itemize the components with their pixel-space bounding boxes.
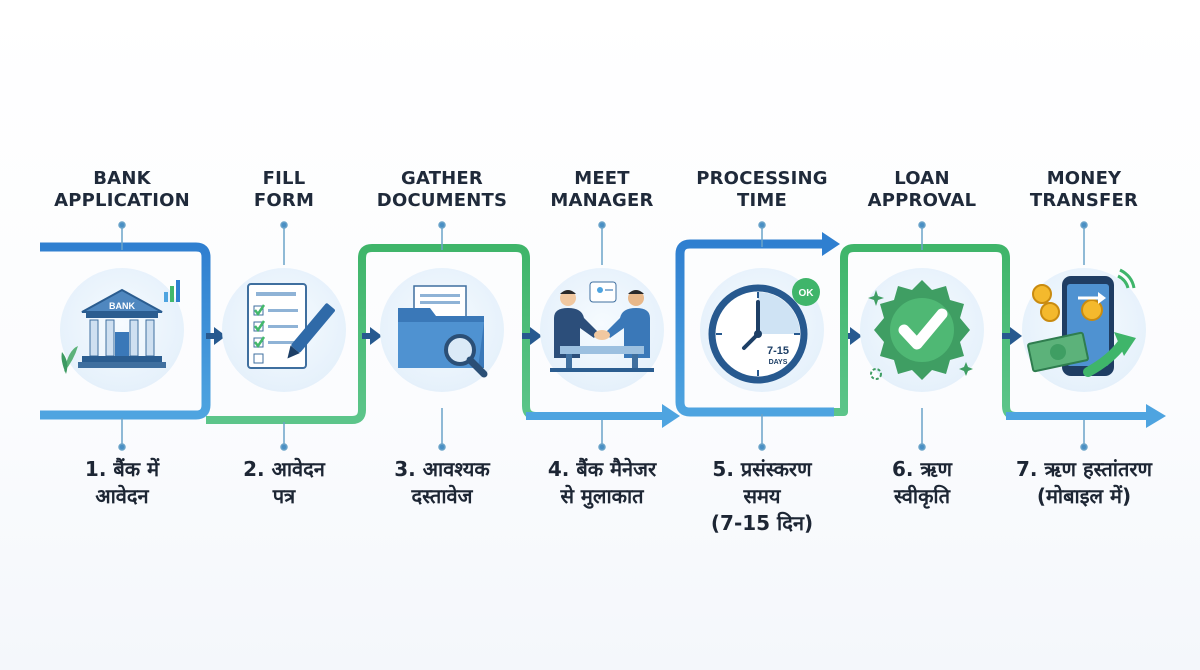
step-2-label-line2: पत्र: [272, 484, 296, 508]
step-5-title-line1: PROCESSING: [696, 168, 828, 189]
step-2-title-line2: FORM: [253, 190, 315, 211]
step-3-label: 3. आवश्यक दस्तावेज: [348, 456, 536, 510]
clock-days-number: 7-15: [767, 345, 789, 357]
step-1-label-line2: आवेदन: [95, 484, 149, 508]
step-7-title: MONEY TRANSFER: [994, 168, 1174, 212]
step-7-title-line2: TRANSFER: [1029, 190, 1139, 211]
arrow-6-7: [1010, 327, 1022, 345]
step-4-title: MEET MANAGER: [512, 168, 692, 212]
step-2-label: 2. आवेदन पत्र: [190, 456, 378, 510]
step-2-title-line1: FILL: [262, 168, 306, 189]
step-4-label-line2: से मुलाकात: [560, 484, 644, 508]
step-1-label: 1. बैंक में आवेदन: [28, 456, 216, 510]
form-pen-icon: [247, 283, 335, 369]
step-5-label-line1: 5. प्रसंस्करण: [712, 457, 812, 481]
bank-icon: BANK: [61, 280, 180, 374]
step-1: BANK APPLICATION BANK 1. बैंक में आवेदन: [42, 0, 202, 670]
folder-search-icon: [398, 285, 488, 378]
mobile-money-icon: [1027, 268, 1136, 377]
arrow-5-top: [822, 232, 840, 256]
step-7: MONEY TRANSFER 7. ऋण हस्तांतरण (मोबाइल म…: [1004, 0, 1164, 670]
arrow-3-4: [530, 327, 542, 345]
step-2: FILL FORM 2. आवेदन पत्र: [204, 0, 364, 670]
bottom-pins: [118, 408, 1088, 451]
step-1-icon-bg: [60, 268, 184, 392]
step-7-label-line2: (मोबाइल में): [1036, 484, 1132, 508]
step-5-label: 5. प्रसंस्करण समय (7-15 दिन): [668, 456, 856, 537]
step-3-title-line1: GATHER: [400, 168, 483, 189]
top-pins: [118, 221, 1088, 265]
step-7-title-line1: MONEY: [1046, 168, 1122, 189]
step-5-title: PROCESSING TIME: [672, 168, 852, 212]
step-4-label-line1: 4. बैंक मैनेजर: [547, 457, 657, 481]
step-6-label-line2: स्वीकृति: [893, 484, 951, 508]
step-6-title-line2: APPROVAL: [867, 190, 977, 211]
step1-frame: [40, 242, 211, 420]
clock-days-unit: DAYS: [769, 359, 788, 366]
step-6-label: 6. ऋण स्वीकृति: [828, 456, 1016, 510]
approval-badge-icon: [868, 280, 973, 380]
clock-ok-badge: OK: [799, 288, 815, 299]
step-4-title-line2: MANAGER: [550, 190, 654, 211]
step-4: MEET MANAGER 4. बैंक मैनेजर से मुलाकात: [522, 0, 682, 670]
handshake-icon: [550, 281, 654, 372]
arrow-5-6: [850, 327, 862, 345]
step-1-title: BANK APPLICATION: [32, 168, 212, 212]
step2-link: [206, 244, 668, 424]
step-6-title: LOAN APPROVAL: [832, 168, 1012, 212]
step-1-title-line1: BANK: [93, 168, 151, 189]
step-4-title-line1: MEET: [574, 168, 630, 189]
bank-sign-text: BANK: [109, 301, 135, 311]
step-4-label: 4. बैंक मैनेजर से मुलाकात: [508, 456, 696, 510]
step-3-title-line2: DOCUMENTS: [376, 190, 508, 211]
step-5-title-line2: TIME: [737, 190, 787, 211]
step-6-label-line1: 6. ऋण: [892, 457, 952, 481]
step-7-label: 7. ऋण हस्तांतरण (मोबाइल में): [990, 456, 1178, 510]
clock-icon: 7-15 DAYS OK: [708, 278, 820, 384]
step-1-title-line2: APPLICATION: [54, 190, 190, 211]
step-5-label-line3: (7-15 दिन): [710, 511, 814, 535]
step-6: LOAN APPROVAL 6. ऋण स्वीकृति: [842, 0, 1002, 670]
step-3-label-line2: दस्तावेज: [411, 484, 473, 508]
step-6-title-line1: LOAN: [894, 168, 950, 189]
step-1-label-line1: 1. बैंक में: [84, 457, 160, 481]
step-7-label-line1: 7. ऋण हस्तांतरण: [1016, 457, 1152, 481]
step-2-title: FILL FORM: [194, 168, 374, 212]
step-3-label-line1: 3. आवश्यक: [394, 457, 490, 481]
step-5-label-line2: समय: [743, 484, 781, 508]
step-2-label-line1: 2. आवेदन: [243, 457, 325, 481]
step-5: PROCESSING TIME 7-15 DAYS OK 5. प्रसंस्क…: [682, 0, 842, 670]
step-3: GATHER DOCUMENTS 3. आवश्यक दस्तावेज: [362, 0, 522, 670]
arrow-2-3: [370, 327, 382, 345]
step5-frame: [675, 239, 834, 417]
arrow-4-5: [662, 404, 680, 428]
arrow-final: [1146, 404, 1166, 428]
step-3-title: GATHER DOCUMENTS: [352, 168, 532, 212]
step6-frame: [834, 244, 1017, 420]
